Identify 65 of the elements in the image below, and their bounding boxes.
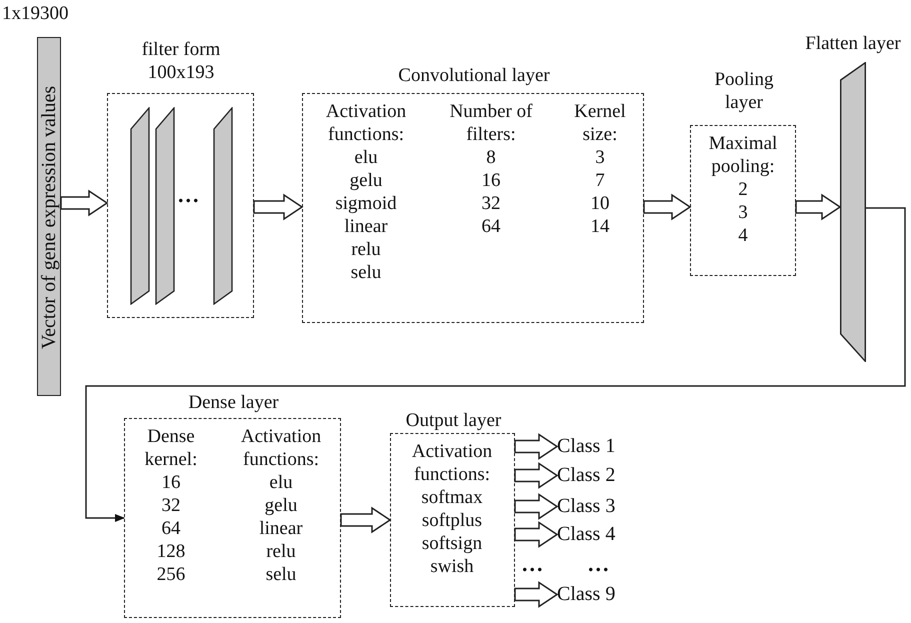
block-arrow: [60, 190, 108, 216]
option-value: softmax: [421, 486, 483, 509]
block-arrow: [795, 194, 842, 220]
option-value: linear: [259, 517, 303, 540]
option-value: 32: [482, 192, 500, 215]
option-value: relu: [351, 238, 381, 261]
class-label: Class 3: [557, 495, 616, 518]
option-value: 2: [738, 178, 748, 201]
option-value: 128: [156, 540, 186, 563]
option-value: 64: [482, 215, 500, 238]
class-label: Class 2: [557, 464, 616, 487]
layer-title: Flatten layer: [804, 32, 902, 55]
option-value: 256: [156, 563, 186, 586]
block-arrow: [340, 506, 392, 534]
block-arrow: [514, 462, 558, 489]
option-value: swish: [430, 555, 474, 578]
option-value: 16: [162, 471, 180, 494]
option-value: gelu: [350, 169, 382, 192]
option-value: softsign: [422, 532, 482, 555]
dimension-label: 1x19300: [2, 2, 68, 25]
block-arrow: [514, 581, 558, 608]
layer-title: Convolutional layer: [397, 64, 551, 87]
block-arrow: [514, 433, 558, 460]
block-arrow: [253, 194, 304, 220]
option-value: 64: [162, 517, 180, 540]
option-value: elu: [269, 471, 293, 494]
option-value: selu: [266, 563, 296, 586]
option-value: 10: [590, 192, 610, 215]
layer-title: Pooling layer: [713, 68, 775, 114]
option-value: elu: [354, 146, 378, 169]
ellipsis-mark: ...: [522, 552, 544, 575]
option-value: 7: [595, 169, 605, 192]
column-header: Number of filters:: [448, 100, 534, 146]
class-label: Class 4: [557, 523, 616, 546]
column-header: Activation functions:: [410, 440, 494, 486]
class-label: Class 1: [557, 435, 616, 458]
block-arrow: [514, 521, 558, 548]
layer-title: Output layer: [404, 409, 502, 432]
column-header: Kernel size:: [573, 100, 627, 146]
option-value: 3: [738, 201, 748, 224]
option-value: 8: [486, 146, 496, 169]
column-header: Dense kernel:: [144, 425, 198, 471]
block-arrow: [643, 194, 692, 220]
block-arrow: [514, 493, 558, 520]
option-value: 32: [162, 494, 180, 517]
option-value: 3: [595, 146, 605, 169]
option-value: sigmoid: [335, 192, 397, 215]
option-value: relu: [266, 540, 296, 563]
connector-arrow: [85, 207, 906, 522]
option-value: 14: [590, 215, 610, 238]
option-value: linear: [344, 215, 388, 238]
vector-label: Vector of gene expression values: [38, 84, 60, 351]
layer-title: filter form 100x193: [140, 38, 222, 84]
option-value: 4: [738, 224, 748, 247]
column-header: Activation functions:: [324, 100, 408, 146]
class-label: Class 9: [557, 583, 616, 606]
option-value: gelu: [264, 494, 298, 517]
column-header: Maximal pooling:: [708, 132, 778, 178]
option-value: 16: [482, 169, 500, 192]
layer-title: Dense layer: [187, 391, 280, 414]
ellipsis-mark: ...: [588, 552, 610, 575]
option-value: softplus: [422, 509, 482, 532]
ellipsis-mark: ...: [178, 183, 200, 206]
column-header: Activation functions:: [240, 425, 322, 471]
option-value: selu: [350, 261, 382, 284]
